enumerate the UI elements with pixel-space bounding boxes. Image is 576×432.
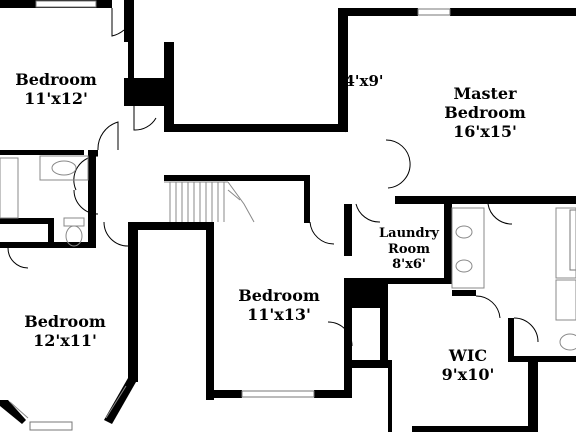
room-label-closet: 4'x9': [344, 72, 384, 90]
room-name: Master Bedroom: [444, 84, 526, 123]
room-name: Laundry Room: [379, 226, 439, 257]
room-dimensions: 12'x11': [33, 331, 97, 351]
room-dimensions: 11'x12': [24, 89, 88, 109]
room-dimensions: 11'x13': [247, 305, 311, 325]
stairs: [164, 181, 255, 223]
room-label-bedroom-middle: Bedroom 11'x13': [224, 286, 334, 324]
room-dimensions: 16'x15': [453, 122, 517, 142]
room-name: Bedroom: [24, 312, 106, 331]
room-name: WIC: [448, 346, 488, 365]
room-label-master-bedroom: Master Bedroom 16'x15': [420, 84, 550, 142]
room-label-laundry-room: Laundry Room 8'x6': [362, 226, 456, 273]
windows: [9, 0, 576, 431]
room-dimensions: 4'x9': [344, 72, 384, 90]
doors: [7, 8, 539, 347]
room-label-bedroom-bottom-left: Bedroom 12'x11': [10, 312, 120, 350]
room-dimensions: 9'x10': [441, 365, 495, 385]
room-label-wic: WIC 9'x10': [428, 346, 508, 384]
fixtures: [0, 155, 576, 351]
room-dimensions: 8'x6': [392, 257, 426, 273]
room-name: Bedroom: [15, 70, 97, 89]
room-label-bedroom-top-left: Bedroom 11'x12': [4, 70, 108, 108]
room-name: Bedroom: [238, 286, 320, 305]
